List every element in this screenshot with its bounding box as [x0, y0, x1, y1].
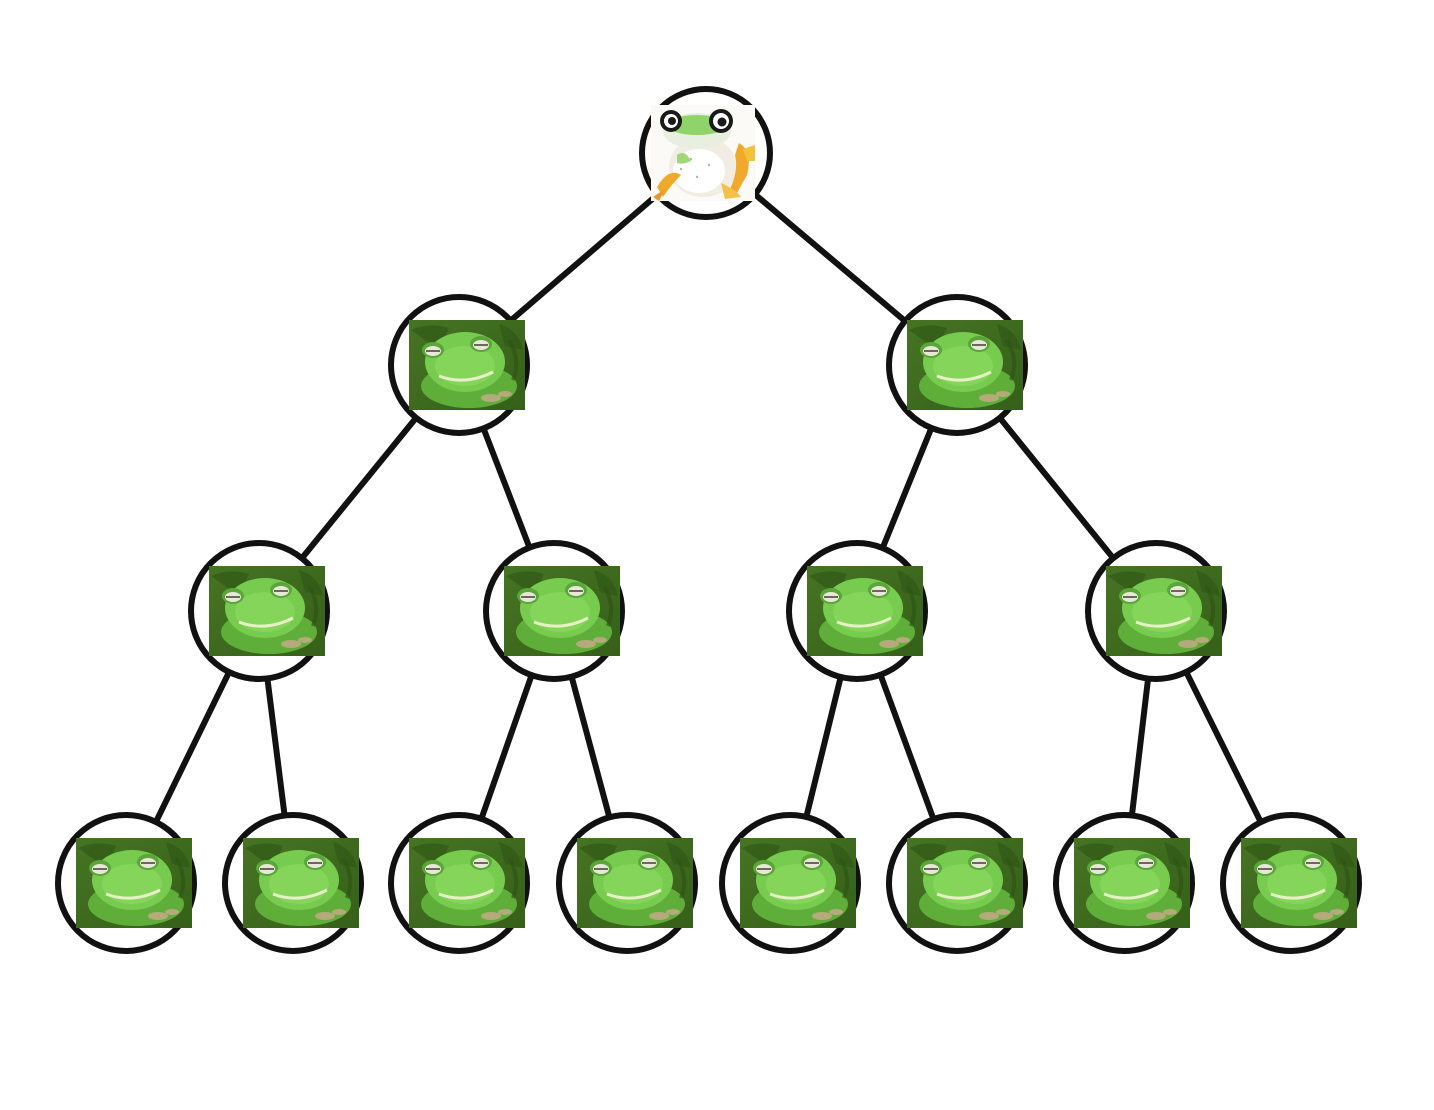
node-ring: [222, 812, 364, 954]
node-ring: [1085, 540, 1227, 682]
node-ring: [886, 812, 1028, 954]
green-frog-photo-icon: [76, 838, 192, 928]
tree-edge-n0-n2: [751, 191, 909, 325]
green-frog-photo-icon: [740, 838, 856, 928]
tree-node-n8: [222, 812, 364, 954]
green-frog-photo-icon: [907, 838, 1023, 928]
green-frog-photo-icon: [209, 566, 325, 656]
node-ring: [55, 812, 197, 954]
green-frog-photo-icon: [1241, 838, 1357, 928]
tree-edge-n3-n7: [152, 669, 233, 825]
green-frog-photo-icon: [807, 566, 923, 656]
node-ring: [1220, 812, 1362, 954]
tree-edge-n1-n3: [298, 414, 420, 562]
tree-node-n0: [639, 86, 773, 220]
white-tree-frog-photo-icon: [651, 105, 755, 201]
node-ring: [483, 540, 625, 682]
tree-edge-n6-n14: [1183, 668, 1264, 826]
green-frog-photo-icon: [1074, 838, 1190, 928]
tree-edge-n6-n13: [1128, 675, 1152, 819]
green-frog-photo-icon: [907, 320, 1023, 410]
tree-edge-n3-n8: [264, 675, 288, 819]
tree-node-n9: [388, 812, 530, 954]
tree-node-n5: [786, 540, 928, 682]
tree-node-n14: [1220, 812, 1362, 954]
tree-edge-n1-n4: [480, 425, 533, 551]
node-ring: [188, 540, 330, 682]
tree-node-n3: [188, 540, 330, 682]
tree-node-n13: [1053, 812, 1195, 954]
tree-node-n11: [719, 812, 861, 954]
tree-edge-n5-n11: [803, 674, 844, 820]
tree-node-n2: [886, 294, 1028, 436]
tree-node-n10: [556, 812, 698, 954]
node-ring: [556, 812, 698, 954]
node-ring: [719, 812, 861, 954]
tree-node-n12: [886, 812, 1028, 954]
green-frog-photo-icon: [409, 838, 525, 928]
tree-edge-n5-n12: [877, 671, 937, 823]
tree-edge-n2-n6: [996, 414, 1117, 562]
node-ring: [886, 294, 1028, 436]
node-ring: [388, 294, 530, 436]
node-ring: [639, 86, 773, 220]
green-frog-photo-icon: [577, 838, 693, 928]
green-frog-photo-icon: [504, 566, 620, 656]
node-ring: [388, 812, 530, 954]
tree-edge-n0-n1: [507, 191, 661, 324]
tree-edge-n4-n10: [568, 673, 613, 821]
tree-node-n7: [55, 812, 197, 954]
green-frog-photo-icon: [1106, 566, 1222, 656]
tree-node-n4: [483, 540, 625, 682]
node-ring: [1053, 812, 1195, 954]
green-frog-photo-icon: [243, 838, 359, 928]
tree-edge-n4-n9: [478, 672, 535, 822]
green-frog-photo-icon: [409, 320, 525, 410]
tree-node-n1: [388, 294, 530, 436]
tree-node-n6: [1085, 540, 1227, 682]
tree-edge-n2-n5: [879, 425, 935, 551]
node-ring: [786, 540, 928, 682]
